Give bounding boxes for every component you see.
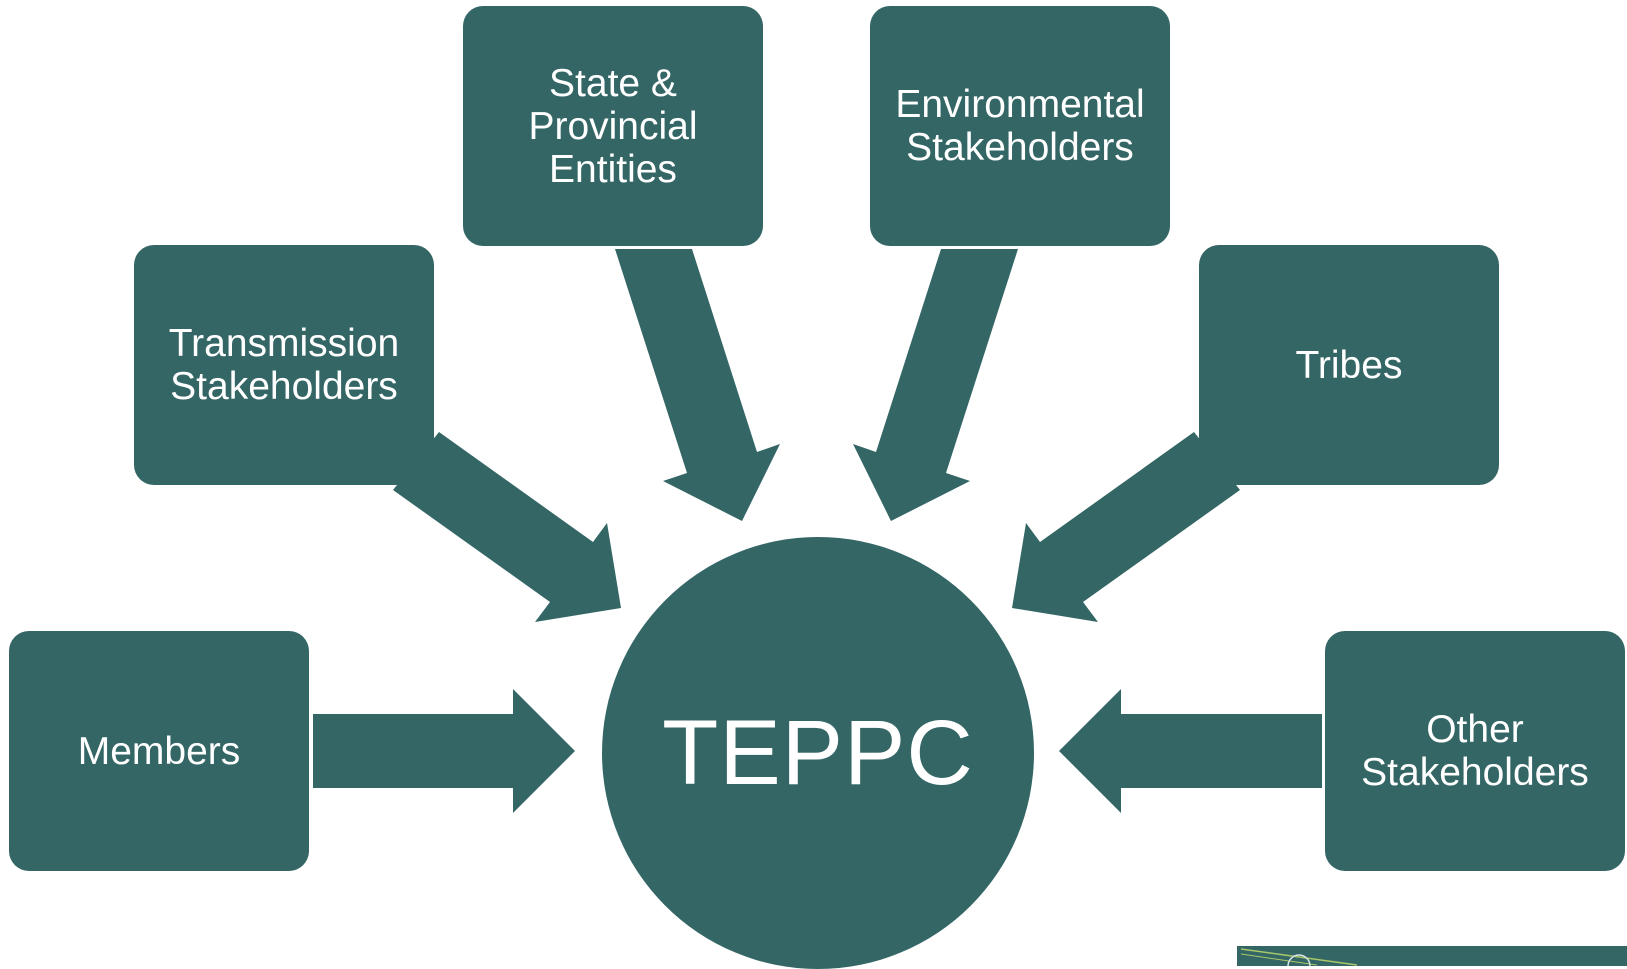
arrow-tribes bbox=[1012, 432, 1240, 622]
arrow-environmental bbox=[853, 249, 1018, 521]
node-transmission-label: Transmission Stakeholders bbox=[168, 322, 400, 408]
node-state-label: State & Provincial Entities bbox=[528, 61, 698, 191]
arrow-other-stakeholders bbox=[1059, 689, 1322, 813]
node-members-label: Members bbox=[77, 729, 241, 773]
node-environmental-stakeholders: Environmental Stakeholders bbox=[870, 6, 1170, 246]
node-members: Members bbox=[9, 631, 309, 871]
logo-strip-icon bbox=[1237, 946, 1627, 966]
node-transmission-stakeholders: Transmission Stakeholders bbox=[134, 245, 434, 485]
node-tribes: Tribes bbox=[1199, 245, 1499, 485]
arrow-transmission bbox=[393, 432, 621, 622]
node-other-stakeholders: Other Stakeholders bbox=[1325, 631, 1625, 871]
node-environmental-label: Environmental Stakeholders bbox=[895, 83, 1145, 169]
center-circle: TEPPC bbox=[602, 537, 1034, 969]
node-state-provincial-entities: State & Provincial Entities bbox=[463, 6, 763, 246]
center-label: TEPPC bbox=[662, 701, 974, 804]
arrow-state bbox=[615, 249, 780, 521]
arrow-members bbox=[313, 689, 575, 813]
node-tribes-label: Tribes bbox=[1295, 343, 1403, 387]
node-other-label: Other Stakeholders bbox=[1361, 708, 1589, 794]
